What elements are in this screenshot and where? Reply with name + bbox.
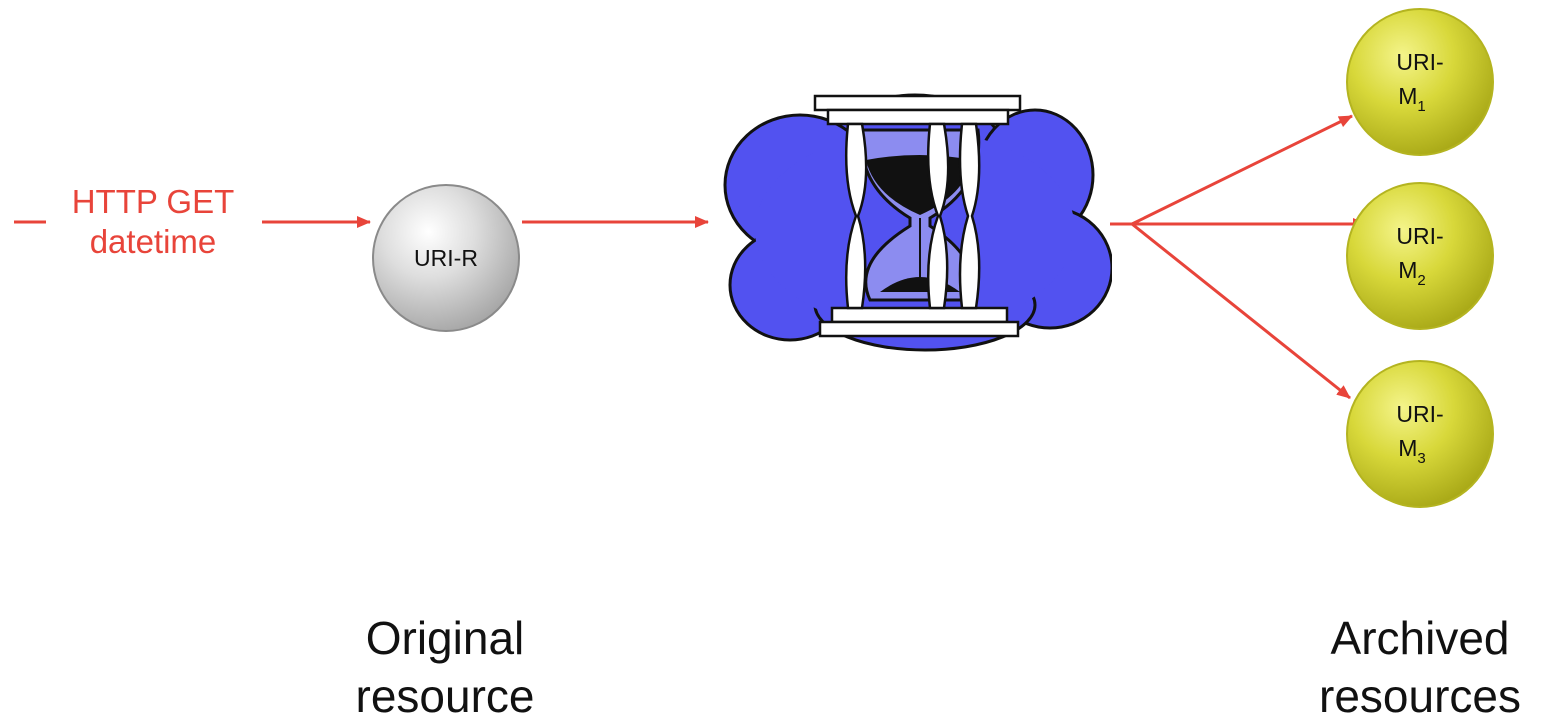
original-caption-line1: Original [366,612,525,664]
archived-caption-line2: resources [1319,670,1521,722]
memento-label-sub: 3 [1417,450,1425,467]
request-method-label: HTTP GET [72,183,235,220]
svg-text:M1: M1 [1398,83,1426,115]
memento-label-top: URI- [1396,49,1443,75]
memento-node-2: URI- M2 [1346,182,1494,330]
request-datetime-label: datetime [90,223,217,260]
memento-node-3: URI- M3 [1346,360,1494,508]
memento-node-1: URI- M1 [1346,8,1494,156]
hourglass-cloud-icon [723,93,1132,352]
memento-label-top: URI- [1396,223,1443,249]
memento-label-base: M [1398,435,1417,461]
memento-label-base: M [1398,83,1417,109]
original-resource-label: URI-R [414,245,478,271]
archived-caption-line1: Archived [1331,612,1510,664]
memento-arrow-3 [1131,222,1351,400]
original-caption-line2: resource [356,670,535,722]
memento-label-top: URI- [1396,401,1443,427]
svg-text:M3: M3 [1398,435,1426,467]
memento-label-sub: 1 [1417,98,1425,115]
hourglass-shape [813,94,1022,338]
svg-text:M2: M2 [1398,257,1426,289]
memento-label-sub: 2 [1417,272,1425,289]
original-resource-node [372,184,520,332]
memento-arrow-1 [1131,114,1353,226]
memento-label-base: M [1398,257,1417,283]
